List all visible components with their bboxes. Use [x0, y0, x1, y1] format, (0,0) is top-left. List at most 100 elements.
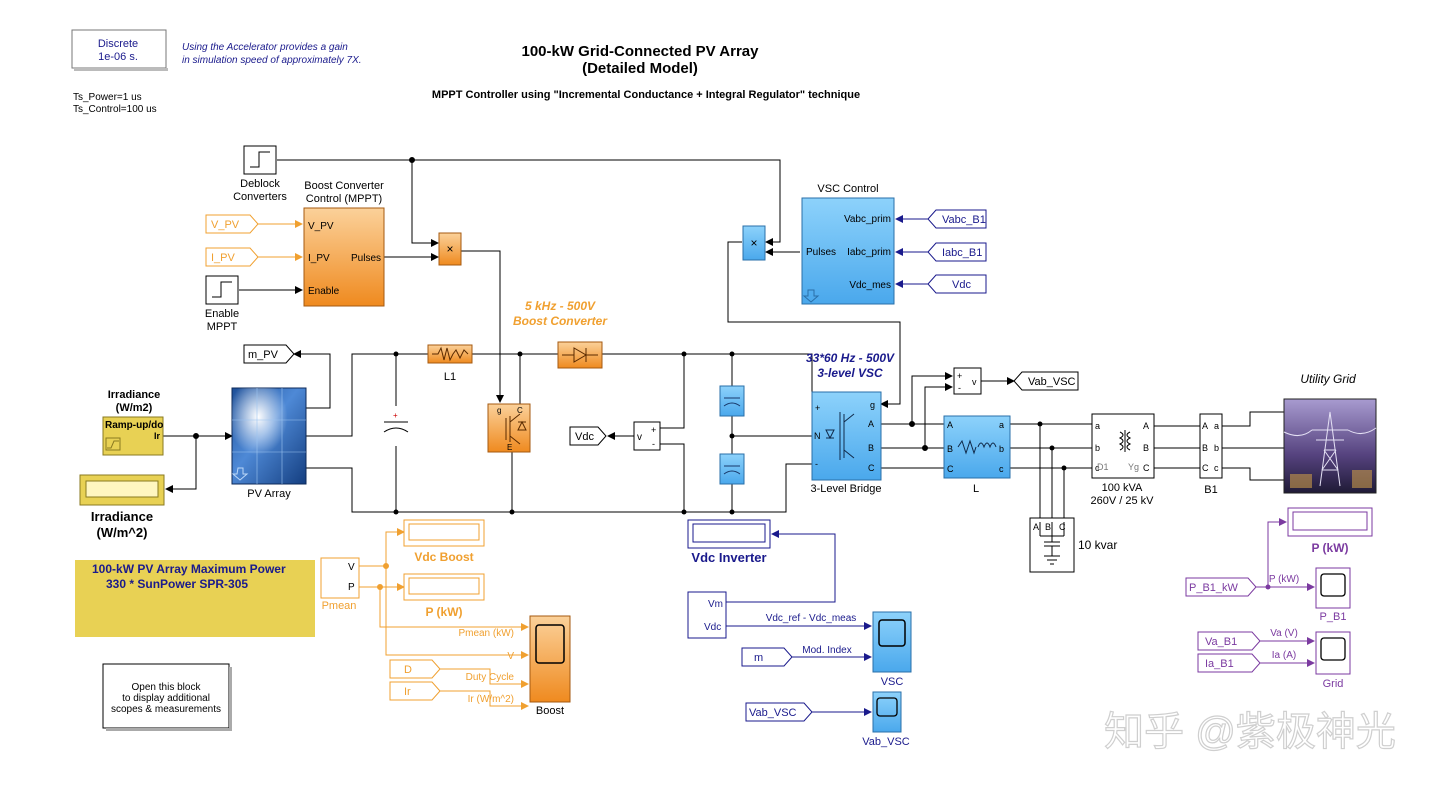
from-tag-iabc-b1[interactable]: Iabc_B1 [927, 242, 987, 262]
irradiance-source-block[interactable]: Ramp-up/do Ir [102, 416, 164, 456]
capacitor-bank-block[interactable]: A B C [1029, 517, 1075, 573]
p-kw-grid-display[interactable] [1287, 507, 1373, 537]
transformer-block[interactable]: a b c A B C D1 Yg [1091, 413, 1155, 479]
filter-l-block[interactable]: A B C a b c [943, 415, 1011, 479]
irradiance-display-label: Irradiance [91, 509, 153, 524]
bridge-n-port: N [814, 431, 821, 441]
tr-c-port: c [1095, 463, 1100, 473]
pvm-minus-port: - [958, 383, 961, 393]
from-tag-va-b1[interactable]: Va_B1 [1197, 631, 1261, 651]
selector-vdc-port: Vdc [704, 622, 721, 633]
diode-block[interactable] [557, 341, 603, 369]
vdc-boost-display[interactable] [403, 519, 485, 547]
utility-grid-block[interactable] [1283, 398, 1377, 494]
bus-b1-block[interactable]: A B C a b c [1199, 413, 1223, 479]
boost-scope-sig1: Pmean (kW) [458, 628, 514, 639]
voltage-measurement-block[interactable]: v + - [633, 421, 661, 451]
deblock-label-line2: Converters [233, 191, 287, 203]
three-level-bridge-block[interactable]: g + N - A B C [811, 391, 882, 481]
open-block-note[interactable]: Open this block to display additional sc… [102, 663, 232, 731]
vsc-scope-label: VSC [881, 676, 904, 688]
from-tag-i-pv[interactable]: I_PV [205, 247, 259, 267]
boost-scope-block[interactable] [529, 615, 571, 703]
vdc-selector-block[interactable]: Vm Vdc [687, 591, 727, 639]
pmean-p-port: P [348, 582, 355, 593]
bridge-plus-port: + [815, 403, 820, 413]
from-tag-vabc-b1[interactable]: Vabc_B1 [927, 209, 987, 229]
capbank-c-port: C [1059, 522, 1066, 532]
b1-a-port: a [1214, 421, 1219, 431]
enable-mppt-step-block[interactable] [205, 275, 239, 305]
wire-p-b1-display [1267, 518, 1287, 587]
enable-mppt-label: Enable [205, 308, 239, 320]
vsc-multiplier-block[interactable]: × [742, 225, 766, 261]
pv-array-block[interactable] [231, 387, 307, 485]
from-tag-ir[interactable]: Ir [389, 681, 441, 701]
boost-converter-control-block[interactable]: V_PV I_PV Enable Pulses [303, 207, 385, 307]
vdc-inverter-label: Vdc Inverter [691, 550, 766, 565]
boost-multiplier-block[interactable]: × [438, 232, 462, 266]
boost-ctrl-title: Boost Converter [304, 180, 384, 192]
pv-capacitor-block[interactable]: + [383, 406, 409, 446]
solver-block[interactable]: Discrete 1e-06 s. [71, 29, 168, 71]
p-b1-scope-block[interactable] [1315, 567, 1351, 609]
from-tag-d[interactable]: D [389, 659, 441, 679]
page-subtitle: MPPT Controller using "Incremental Condu… [432, 89, 860, 101]
vab-vsc-scope-block[interactable] [872, 691, 902, 733]
irradiance-src-block-name: Ramp-up/do [105, 420, 163, 431]
b1-B-port: B [1202, 443, 1208, 453]
mod-index-signal-label: Mod. Index [802, 645, 851, 656]
p-kw-boost-display[interactable] [403, 573, 485, 601]
solver-line2: 1e-06 s. [98, 51, 138, 63]
b1-b-port: b [1214, 443, 1219, 453]
from-tag-m[interactable]: m [741, 647, 793, 667]
phase-voltage-measurement-block[interactable]: + - v [953, 367, 982, 395]
p-b1-scope-label: P_B1 [1320, 611, 1347, 623]
pmean-label: Pmean [322, 600, 357, 612]
l-b-port: b [999, 444, 1004, 454]
capacitor-bank-label: 10 kvar [1078, 538, 1117, 552]
max-power-note: 100-kW PV Array Maximum Power 330 * SunP… [75, 560, 315, 637]
from-tag-v-pv[interactable]: V_PV [205, 214, 259, 234]
vsc-ctrl-in-vdc: Vdc_mes [849, 280, 891, 291]
dc-capacitor-bottom-block[interactable] [719, 453, 745, 485]
irradiance-src-title: Irradiance [108, 389, 161, 401]
deblock-step-block[interactable] [243, 145, 277, 175]
from-tag-vabc-b1-label: Vabc_B1 [942, 214, 986, 226]
inductor-l1-block[interactable] [427, 344, 473, 364]
from-tag-vab-vsc[interactable]: Vab_VSC [745, 702, 813, 722]
from-tag-vdc-mes[interactable]: Vdc [927, 274, 987, 294]
tr-b-port: b [1095, 443, 1100, 453]
vdc-error-signal-label: Vdc_ref - Vdc_meas [766, 613, 857, 624]
goto-tag-vab-vsc[interactable]: Vab_VSC [1013, 371, 1079, 391]
transmission-tower-icon [1283, 411, 1377, 487]
boost-converter-label-line2: Boost Converter [513, 314, 608, 328]
from-tag-ia-b1[interactable]: Ia_B1 [1197, 653, 1261, 673]
mask-arrow-icon [231, 467, 249, 481]
boost-converter-label: 5 kHz - 500V [525, 299, 596, 313]
boost-multiplier-symbol: × [446, 242, 453, 256]
grid-scope-block[interactable] [1315, 631, 1351, 675]
vmeas-plus-port: + [651, 425, 656, 435]
igbt-block[interactable]: g C E [487, 403, 531, 453]
dc-capacitor-top-block[interactable] [719, 385, 745, 417]
from-tag-p-b1-kw[interactable]: P_B1_kW [1185, 577, 1257, 597]
wire-vm-to-display [726, 530, 836, 603]
boost-ctrl-out-pulses: Pulses [351, 253, 381, 264]
vsc-scope-block[interactable] [872, 611, 912, 673]
p-b1-signal-label: P (kW) [1269, 574, 1299, 585]
igbt-c-port: C [517, 406, 523, 415]
from-tag-i-pv-label: I_PV [211, 252, 236, 264]
vdc-inverter-display[interactable] [687, 519, 771, 549]
pmean-block[interactable]: V P [320, 557, 360, 599]
goto-tag-m-pv[interactable]: m_PV [243, 344, 295, 364]
irradiance-display-block[interactable] [79, 474, 165, 506]
irradiance-src-port: Ir [154, 431, 161, 441]
pv-array-label: PV Array [247, 488, 291, 500]
boost-scope-sig4: Ir (W/m^2) [468, 694, 514, 705]
goto-tag-vdc[interactable]: Vdc [569, 426, 607, 446]
b1-A-port: A [1202, 421, 1208, 431]
grid-scope-sig2: Ia (A) [1272, 650, 1296, 661]
vsc-control-block[interactable]: Vabc_prim Iabc_prim Vdc_mes Pulses [801, 197, 895, 305]
inductor-l1-label: L1 [444, 371, 456, 383]
